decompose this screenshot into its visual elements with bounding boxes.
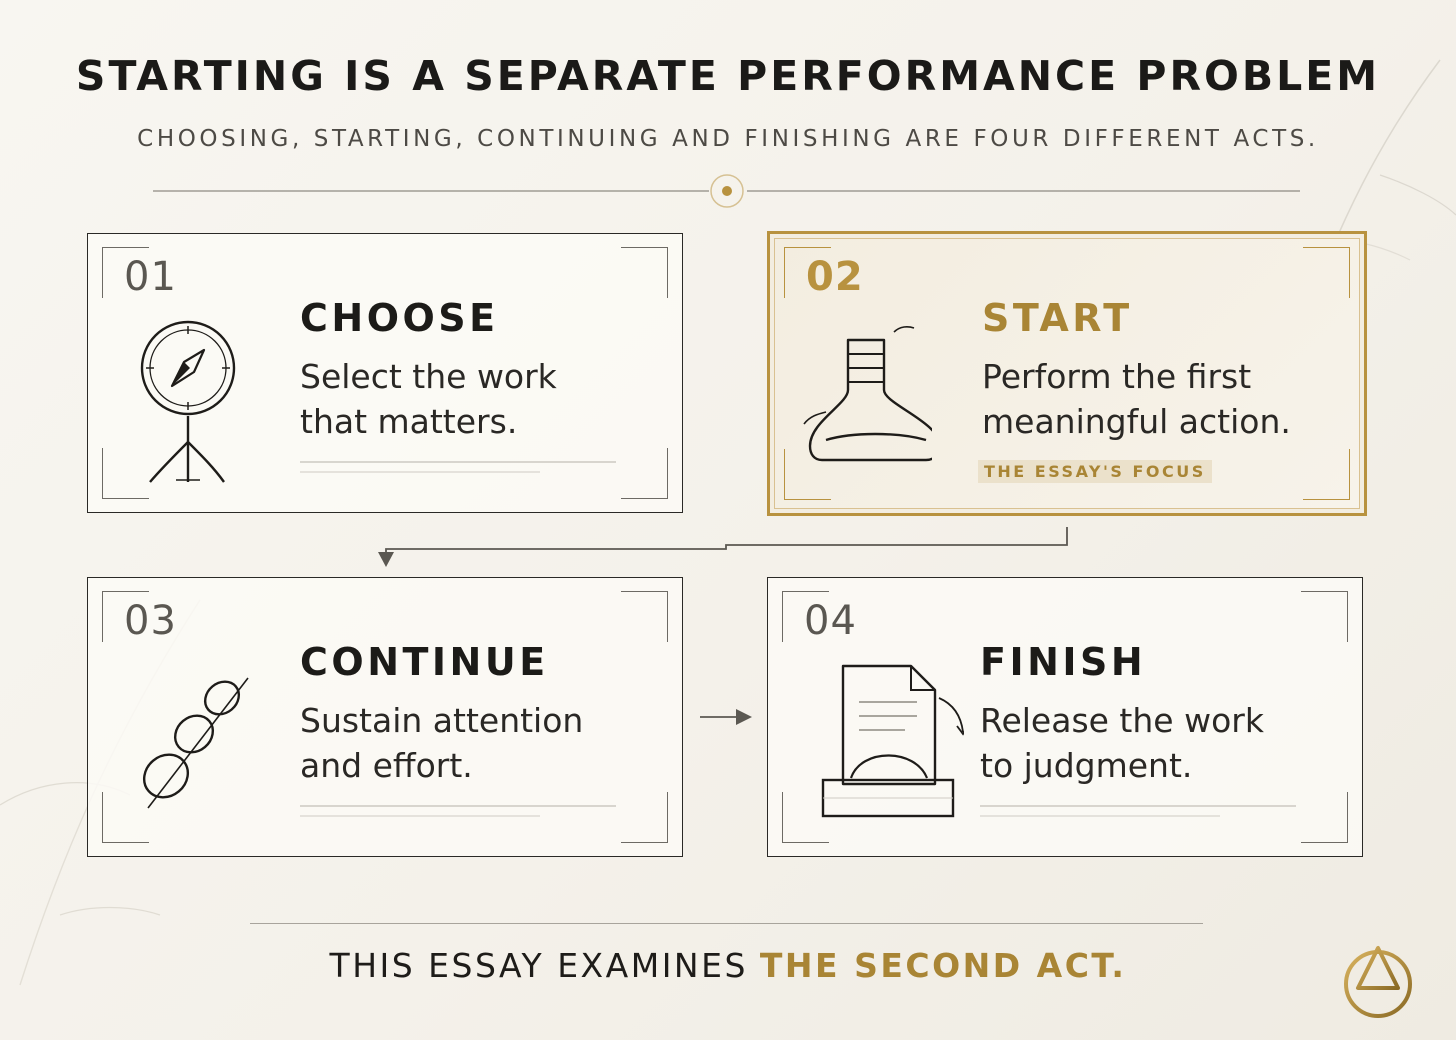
corner-ornament: [621, 448, 668, 499]
corner-ornament: [784, 247, 831, 298]
chain-links-icon: [142, 677, 249, 809]
act-card-choose: 01 CHOOSE Select the work that matters.: [87, 233, 683, 513]
title-divider: [153, 174, 1300, 208]
act-description-line: to judgment.: [980, 746, 1193, 785]
corner-ornament: [1301, 591, 1348, 642]
corner-ornament: [102, 247, 149, 298]
act-number: 04: [804, 598, 857, 644]
act-description: Release the work to judgment.: [980, 698, 1340, 788]
act-description: Select the work that matters.: [300, 354, 660, 444]
footer-highlight: THE SECOND ACT.: [759, 946, 1127, 985]
page-subtitle: CHOOSING, STARTING, CONTINUING AND FINIS…: [137, 126, 1319, 152]
footer-lead: THIS ESSAY EXAMINES: [329, 946, 748, 985]
compass-icon: [140, 320, 236, 483]
act-card-finish: 04 FINISH Release the work to judgment.: [767, 577, 1363, 857]
focus-badge: THE ESSAY'S FOCUS: [978, 460, 1212, 483]
corner-ornament: [102, 792, 149, 843]
page-title: STARTING IS A SEPARATE PERFORMANCE PROBL…: [75, 52, 1381, 100]
act-name: CHOOSE: [300, 296, 499, 340]
act-number: 01: [124, 254, 177, 300]
act-description: Perform the first meaningful action.: [982, 354, 1362, 444]
corner-ornament: [102, 448, 149, 499]
corner-ornament: [102, 591, 149, 642]
act-description-line: Sustain attention: [300, 701, 584, 740]
decorative-rule: [300, 805, 616, 817]
corner-ornament: [782, 591, 829, 642]
document-submit-icon: [821, 664, 964, 818]
corner-ornament: [621, 247, 668, 298]
footer-divider: [250, 923, 1203, 924]
act-description-line: that matters.: [300, 402, 518, 441]
corner-ornament: [621, 792, 668, 843]
act-card-continue: 03 CONTINUE Sustain attention and effort…: [87, 577, 683, 857]
corner-ornament: [782, 792, 829, 843]
act-description-line: Perform the first: [982, 357, 1252, 396]
footer-statement: THIS ESSAY EXAMINES THE SECOND ACT.: [0, 946, 1456, 985]
brand-logo-icon: [1344, 946, 1412, 1018]
act-number: 03: [124, 598, 177, 644]
act-number: 02: [806, 254, 864, 300]
act-description-line: Select the work: [300, 357, 557, 396]
decorative-rule: [300, 461, 616, 473]
act-card-start: 02 START Perform the first meaningful ac…: [767, 231, 1367, 516]
act-description-line: Release the work: [980, 701, 1264, 740]
act-name: FINISH: [980, 640, 1147, 684]
corner-ornament: [784, 449, 831, 500]
act-description: Sustain attention and effort.: [300, 698, 660, 788]
act-description-line: and effort.: [300, 746, 473, 785]
act-name: CONTINUE: [300, 640, 549, 684]
flask-icon: [803, 326, 932, 462]
act-name: START: [982, 296, 1133, 340]
corner-ornament: [1303, 247, 1350, 298]
decorative-rule: [980, 805, 1296, 817]
act-description-line: meaningful action.: [982, 402, 1291, 441]
corner-ornament: [1303, 449, 1350, 500]
corner-ornament: [1301, 792, 1348, 843]
corner-ornament: [621, 591, 668, 642]
